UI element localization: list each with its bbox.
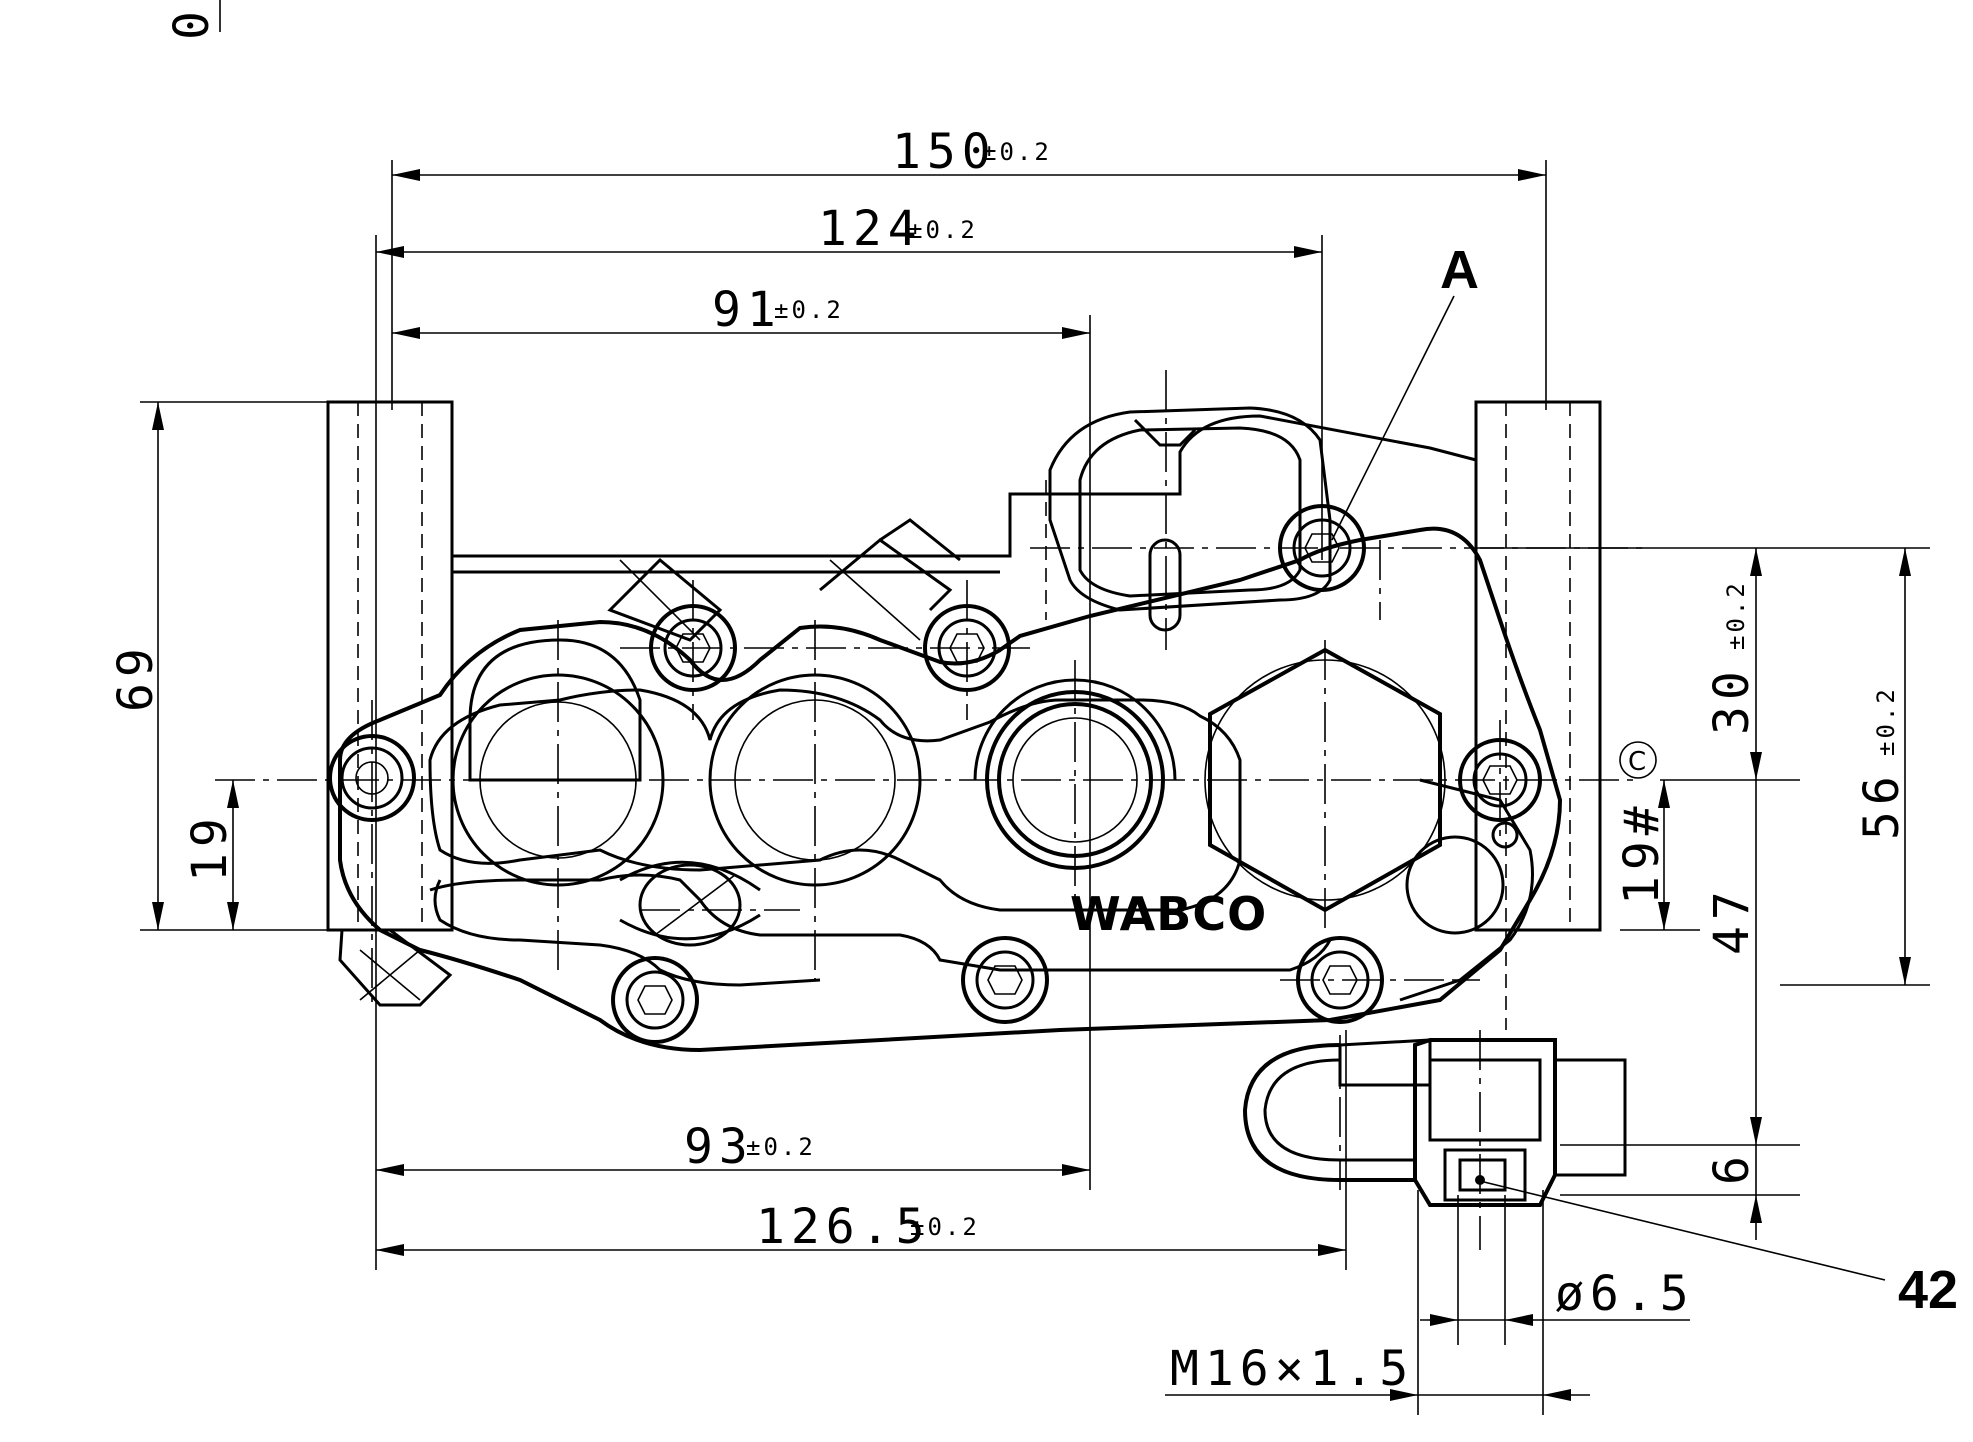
dimension-lines [140, 160, 1930, 1415]
dim-thread: M16×1.5 [1170, 1341, 1414, 1397]
dim-30-tol: ±0.2 [1722, 580, 1750, 650]
callout-a: A [1440, 240, 1479, 300]
screw-bottom-1 [611, 956, 699, 1044]
dim-19-hash: 19# [1614, 800, 1670, 905]
dim-47: 47 [1704, 885, 1760, 955]
dim-91-tol: ±0.2 [774, 296, 844, 324]
callouts: A C 42 [1331, 240, 1958, 1320]
brand-logo-text: WABCO [1070, 887, 1267, 941]
dim-56-tol: ±0.2 [1872, 686, 1900, 756]
dimension-labels: 150 ±0.2 124 ±0.2 91 ±0.2 93 ±0.2 126.5 … [108, 124, 1910, 1397]
dim-dia-6-5: ø6.5 [1555, 1266, 1695, 1322]
valve-body [326, 400, 1602, 1053]
screws [328, 504, 1542, 1044]
dim-124: 124 [818, 201, 923, 257]
screw-bottom-2 [961, 936, 1049, 1024]
bottom-fitting [1242, 1030, 1627, 1250]
dim-6: 6 [1704, 1150, 1760, 1185]
dim-126-5-tol: ±0.2 [910, 1213, 980, 1241]
page-fragment-text: 0 [164, 5, 220, 40]
dim-93-tol: ±0.2 [746, 1133, 816, 1161]
dim-150: 150 [892, 124, 997, 180]
dim-91: 91 [712, 282, 782, 338]
dim-56: 56 [1854, 770, 1910, 840]
dim-124-tol: ±0.2 [908, 216, 978, 244]
callout-42: 42 [1898, 1260, 1958, 1320]
callout-c: C [1628, 747, 1646, 777]
dim-150-tol: ±0.2 [982, 138, 1052, 166]
dim-69: 69 [108, 642, 164, 712]
dim-93: 93 [684, 1119, 754, 1175]
dim-19-left: 19 [182, 812, 238, 882]
center-lines [215, 370, 1650, 1030]
dim-126-5: 126.5 [756, 1199, 931, 1255]
dim-30: 30 [1704, 665, 1760, 735]
callout-c-circle [1619, 741, 1657, 779]
